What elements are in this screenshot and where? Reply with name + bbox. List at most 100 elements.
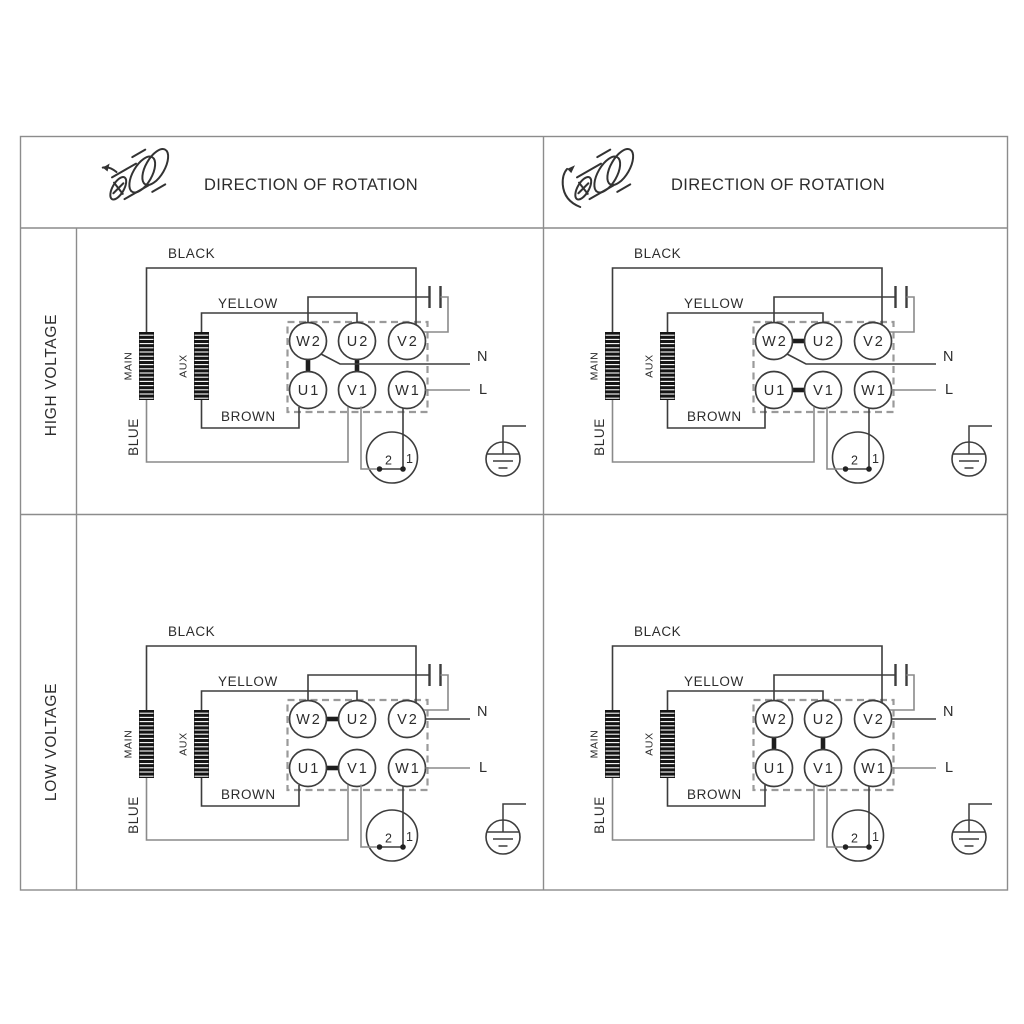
blue-wire-label: BLUE [592,418,607,456]
thermal-terminal-2-dot [842,466,849,472]
ground-lead [502,803,526,832]
aux-winding [194,710,209,778]
terminal-v1 [803,748,843,788]
live-label: L [479,760,487,776]
capacitor [428,286,442,308]
terminal-v1-label: V1 [347,383,369,399]
brown-wire-label: BROWN [687,409,742,424]
neutral-label: N [477,704,487,720]
row-label-high-voltage: HIGH VOLTAGE [43,314,60,436]
table-frame [19,135,1009,891]
black-wire-label: BLACK [634,246,681,261]
main-winding-label: MAIN [123,730,135,759]
thermal-terminal-1-label: 1 [872,452,879,466]
terminal-v2-label: V2 [397,334,419,350]
thermal-terminal-2-label: 2 [385,832,392,846]
thermal-protector [365,431,419,484]
capacitor-return-wire [890,296,915,333]
live-label: L [945,760,953,776]
terminal-v2-label: V2 [397,712,419,728]
ground-bars [953,453,985,469]
w2-to-capacitor-wire [773,296,895,323]
terminal-v1-label: V1 [813,383,835,399]
terminal-u1 [288,370,328,410]
motor-shaft-rotation-ccw-icon [101,148,170,201]
w2-to-capacitor-wire [773,674,895,701]
thermal-terminal-1-dot [866,844,872,850]
earth-ground-icon [485,425,526,477]
v1-to-thermal-wire [826,406,843,470]
blue-wire [145,400,349,463]
thermal-terminal-1-dot [400,844,406,850]
brown-wire-label: BROWN [687,787,742,802]
terminal-w2-label: W2 [296,334,322,350]
neutral-label: N [943,349,953,365]
terminal-u2-label: U2 [813,712,836,728]
terminal-v1-label: V1 [347,761,369,777]
neutral-label: N [943,704,953,720]
thermal-protector [831,431,885,484]
blue-wire [611,778,815,841]
terminal-v1 [337,370,377,410]
neutral-line [786,353,936,365]
terminal-v2-label: V2 [863,712,885,728]
thermal-terminal-1-label: 1 [406,452,413,466]
aux-winding-label: AUX [178,732,190,755]
black-wire-label: BLACK [168,246,215,261]
outer-border [19,135,1009,891]
main-winding [605,710,620,778]
terminal-u1-label: U1 [764,383,787,399]
yellow-wire [200,690,358,710]
thermal-terminal-1-label: 1 [872,830,879,844]
aux-winding [194,332,209,400]
ground-bars [953,831,985,847]
capacitor-return-wire [424,674,449,711]
thermal-terminal-1-label: 1 [406,830,413,844]
aux-winding-label: AUX [644,354,656,377]
terminal-v2 [853,321,893,361]
earth-ground-icon [951,425,992,477]
main-winding-label: MAIN [589,730,601,759]
v1-to-thermal-wire [360,784,377,848]
main-winding [139,710,154,778]
capacitor [894,286,908,308]
yellow-wire-label: YELLOW [218,674,278,689]
v1-to-thermal-wire [360,406,377,470]
header-cell-right: DIRECTION OF ROTATION [561,148,885,208]
yellow-wire-label: YELLOW [684,296,744,311]
capacitor [894,664,908,686]
black-wire [611,267,883,332]
thermal-terminal-2-label: 2 [851,832,858,846]
v1-to-thermal-wire [826,784,843,848]
ground-bars [487,831,519,847]
main-winding-label: MAIN [589,352,601,381]
terminal-v1 [337,748,377,788]
brown-wire-label: BROWN [221,409,276,424]
terminal-v2 [387,321,427,361]
yellow-wire [200,312,358,332]
direction-of-rotation-title-left: DIRECTION OF ROTATION [204,176,418,194]
yellow-wire-label: YELLOW [684,674,744,689]
terminal-u1-label: U1 [298,761,321,777]
blue-wire-label: BLUE [126,418,141,456]
main-winding [139,332,154,400]
terminal-w2-label: W2 [296,712,322,728]
terminal-v1 [803,370,843,410]
capacitor [428,664,442,686]
capacitor-return-wire [424,296,449,333]
black-wire [145,267,417,332]
thermal-terminal-2-dot [842,844,849,850]
terminal-u2-label: U2 [347,712,370,728]
ground-lead [968,803,992,832]
terminal-v2-label: V2 [863,334,885,350]
thermal-protector [831,809,885,862]
terminal-w2-label: W2 [762,334,788,350]
black-wire-label: BLACK [634,624,681,639]
neutral-line [320,353,470,365]
terminal-w1-label: W1 [395,383,421,399]
aux-winding [660,332,675,400]
